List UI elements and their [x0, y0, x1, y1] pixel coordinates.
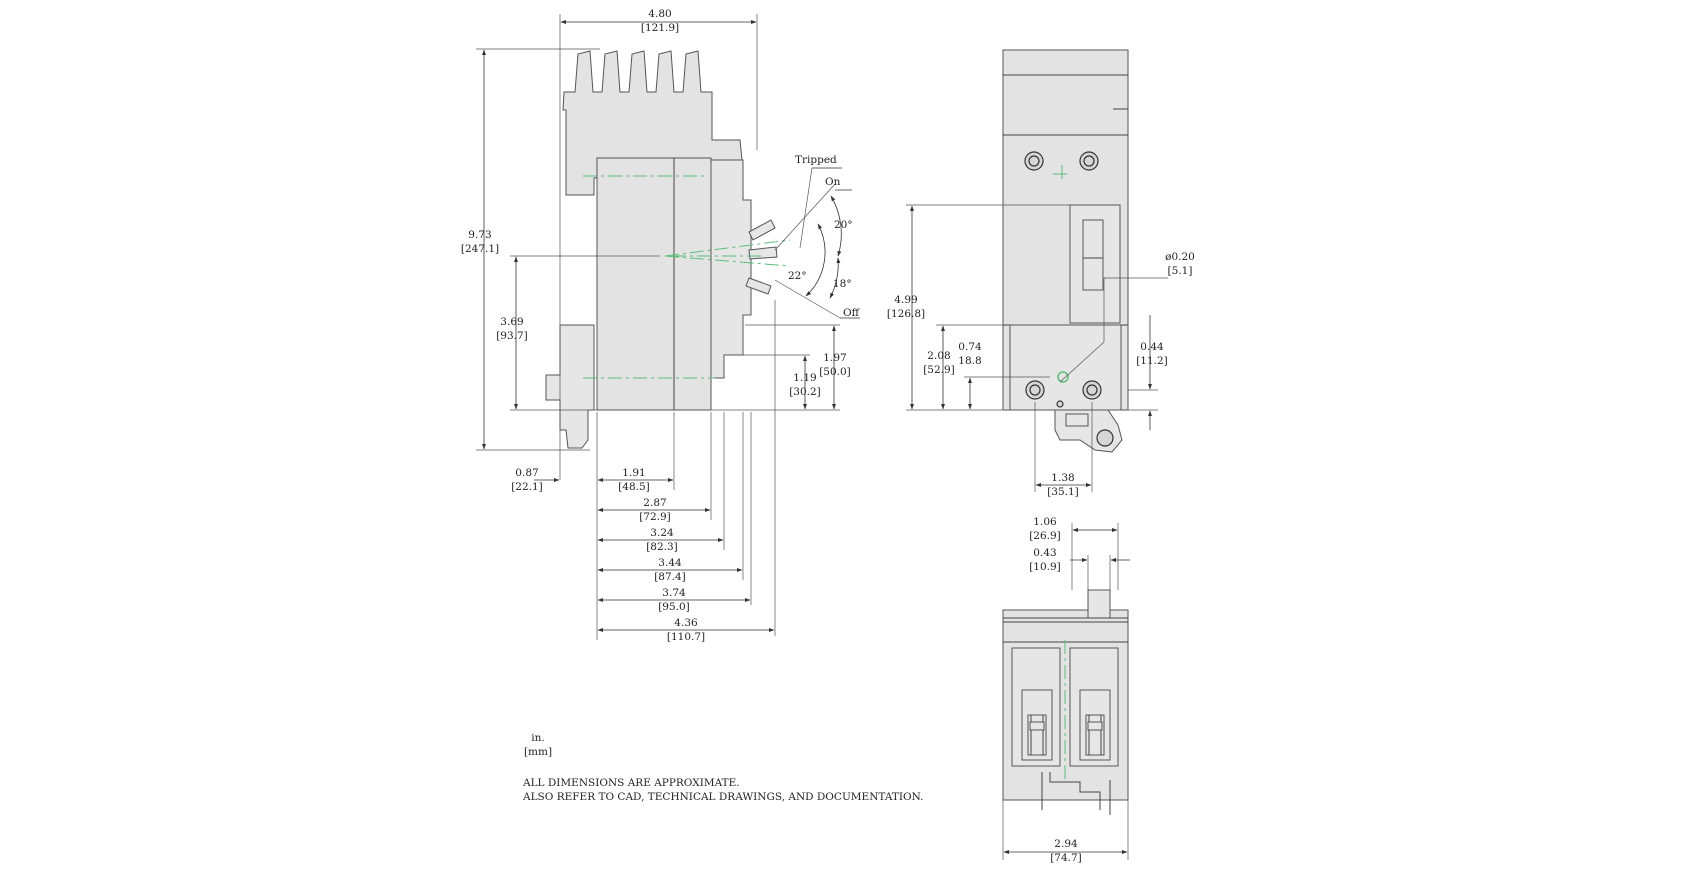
handle-height-label: 3.69: [500, 316, 523, 328]
dim-324-mm-label: [82.3]: [646, 541, 678, 553]
dim-197-label: 1.97: [823, 352, 846, 364]
front-cover: [710, 159, 752, 379]
dim-287-mm-label: [72.9]: [639, 511, 671, 523]
bottom-terminal: [545, 324, 595, 449]
side-view: 4.80 [121.9] 9.73 [247.1] 3.69 [93.7] Tr…: [461, 8, 861, 643]
dim-106-label: 1.06: [1033, 516, 1057, 528]
front-view: 4.99 [126.8] 2.08 [52.9] 0.74 18.8 0.44 …: [887, 49, 1195, 498]
dim-138-mm-label: [35.1]: [1047, 486, 1079, 498]
dim-208-label: 2.08: [927, 350, 950, 362]
tripped-label: Tripped: [795, 154, 837, 166]
breaker-body: [596, 157, 712, 411]
handle-on: [748, 219, 776, 241]
dim-499-mm-label: [126.8]: [887, 308, 925, 320]
angle-tripped-label: 22°: [788, 270, 807, 282]
dim-119-label: 1.19: [793, 372, 816, 384]
dim-294-label: 2.94: [1054, 838, 1078, 850]
dim-044-label: 0.44: [1140, 341, 1164, 353]
dim-087-label: 0.87: [515, 467, 538, 479]
hole-dia-label: ø0.20: [1165, 251, 1195, 263]
dim-197-mm-label: [50.0]: [819, 366, 851, 378]
overall-height-label: 9.73: [468, 229, 491, 241]
dim-074-label: 0.74: [958, 341, 982, 353]
dim-287-label: 2.87: [643, 497, 666, 509]
dim-191-label: 1.91: [622, 467, 645, 479]
hole-dia-mm-label: [5.1]: [1168, 265, 1193, 277]
overall-height-mm-label: [247.1]: [461, 243, 499, 255]
unit-mm-label: [mm]: [524, 746, 552, 758]
dim-138-label: 1.38: [1051, 472, 1074, 484]
handle-tripped: [748, 246, 778, 260]
dim-191-mm-label: [48.5]: [618, 481, 650, 493]
dim-208-mm-label: [52.9]: [923, 364, 955, 376]
notes: in. [mm] ALL DIMENSIONS ARE APPROXIMATE.…: [522, 732, 923, 803]
dim-344-label: 3.44: [658, 557, 682, 569]
on-label: On: [825, 176, 841, 188]
handle-off: [745, 277, 772, 295]
dim-499-label: 4.99: [894, 294, 917, 306]
dim-344-mm-label: [87.4]: [654, 571, 686, 583]
terminal-right: [1079, 689, 1111, 761]
bottom-view: 1.06 [26.9] 0.43 [10.9] 2.94 [74.7]: [1002, 516, 1130, 864]
note-line-1: ALL DIMENSIONS ARE APPROXIMATE.: [522, 777, 740, 789]
dim-043-mm-label: [10.9]: [1029, 561, 1061, 573]
handle-height-mm-label: [93.7]: [496, 330, 528, 342]
dim-374-mm-label: [95.0]: [658, 601, 690, 613]
off-label: Off: [843, 307, 861, 319]
dim-436-label: 4.36: [674, 617, 698, 629]
angle-on-label: 20°: [834, 219, 853, 231]
unit-inch-label: in.: [531, 732, 544, 744]
dim-087-mm-label: [22.1]: [511, 481, 543, 493]
overall-width-label: 4.80: [648, 8, 671, 20]
bottom-tab: [1087, 589, 1111, 619]
dim-294-mm-label: [74.7]: [1050, 852, 1082, 864]
dim-119-mm-label: [30.2]: [789, 386, 821, 398]
mounting-hole: [1057, 371, 1069, 383]
dim-043-label: 0.43: [1033, 547, 1056, 559]
dim-374-label: 3.74: [662, 587, 686, 599]
dim-106-mm-label: [26.9]: [1029, 530, 1061, 542]
angle-off-label: 18°: [833, 278, 852, 290]
note-line-2: ALSO REFER TO CAD, TECHNICAL DRAWINGS, A…: [522, 791, 923, 803]
dim-044-mm-label: [11.2]: [1136, 355, 1168, 367]
dim-324-label: 3.24: [650, 527, 674, 539]
terminal-left: [1021, 689, 1053, 761]
dim-074-mm-label: 18.8: [958, 355, 981, 367]
overall-width-mm-label: [121.9]: [641, 22, 679, 34]
dim-436-mm-label: [110.7]: [667, 631, 705, 643]
